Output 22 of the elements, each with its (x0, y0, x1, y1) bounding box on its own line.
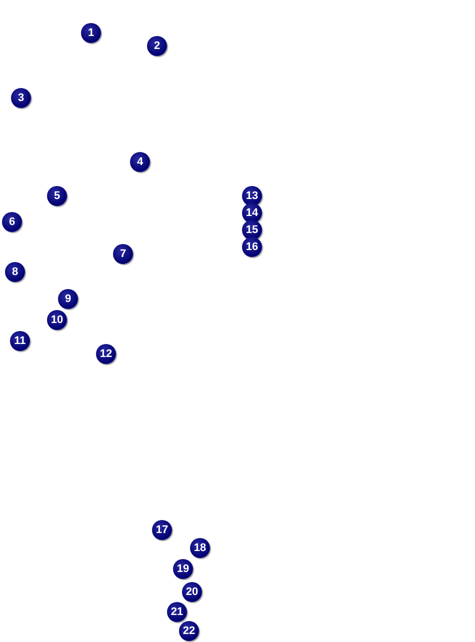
callout-number: 18 (190, 538, 210, 558)
callout-number: 8 (5, 262, 25, 282)
callout-number: 15 (242, 220, 262, 240)
callout-number: 2 (147, 36, 167, 56)
callout-number: 12 (96, 344, 116, 364)
callout-number: 13 (242, 186, 262, 206)
callout-number: 20 (182, 582, 202, 602)
callout-number: 19 (173, 559, 193, 579)
callout-number: 9 (58, 289, 78, 309)
callout-number: 10 (47, 310, 67, 330)
callout-number: 14 (242, 203, 262, 223)
callout-number: 21 (167, 602, 187, 622)
callout-number: 5 (47, 186, 67, 206)
callout-number: 3 (11, 88, 31, 108)
callout-number: 7 (113, 244, 133, 264)
callout-number: 1 (81, 23, 101, 43)
callout-number: 22 (179, 621, 199, 641)
callout-number: 6 (2, 212, 22, 232)
callout-number: 16 (242, 237, 262, 257)
callout-number: 11 (10, 331, 30, 351)
callout-number: 17 (152, 520, 172, 540)
callout-number: 4 (130, 152, 150, 172)
